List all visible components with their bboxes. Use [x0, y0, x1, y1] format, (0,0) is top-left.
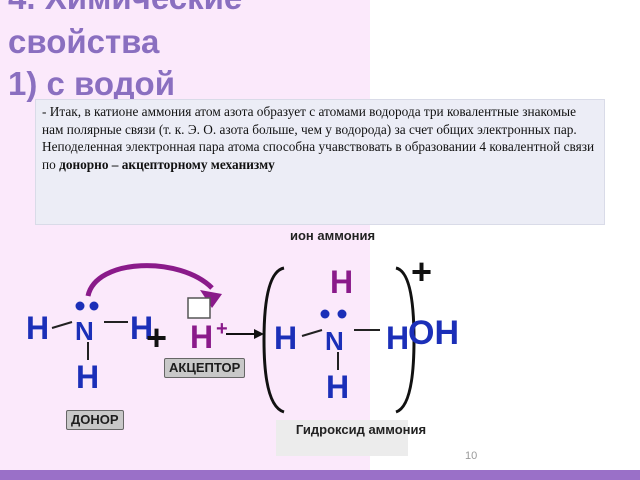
- acceptor-label: АКЦЕПТОР: [164, 358, 246, 378]
- bottom-accent-bar: [0, 470, 640, 480]
- bottom-h-atom: H: [76, 359, 99, 395]
- slide-title-line-cut: 4. Химические: [8, 0, 242, 16]
- hydroxide-group: OH: [408, 314, 459, 352]
- lone-pair-dot-2: [89, 301, 99, 311]
- proton-charge: +: [216, 318, 228, 340]
- explanation-text: - Итак, в катионе аммония атом азота обр…: [42, 104, 595, 172]
- hydroxide-label-background: [276, 420, 408, 456]
- empty-orbital-box: [187, 297, 211, 319]
- left-n-h-bond: [51, 321, 73, 329]
- left-h-atom: H: [26, 310, 49, 346]
- ion-left-bond: [301, 329, 323, 337]
- electron-pair-arrowhead: [200, 290, 222, 308]
- mechanism-emphasis: донорно – акцепторному механизму: [59, 156, 275, 172]
- slide-title-line-1: свойства: [8, 23, 160, 60]
- electron-pair-arrow: [85, 263, 214, 297]
- reaction-plus-sign: +: [146, 317, 167, 358]
- left-background-panel: [0, 0, 370, 470]
- lone-pair-dot-1: [75, 301, 85, 311]
- left-bracket: [262, 266, 285, 414]
- ion-n-atom: N: [325, 326, 344, 356]
- ion-top-h-atom: H: [330, 264, 353, 300]
- ion-bond-dot-1: [320, 309, 330, 319]
- reaction-arrowhead: [254, 329, 264, 339]
- slide-subtitle: 1) с водой: [8, 65, 175, 102]
- page-number: 10: [465, 450, 478, 462]
- ion-charge-plus: +: [411, 251, 432, 292]
- ion-bottom-h-atom: H: [326, 369, 349, 405]
- proton-atom: H: [190, 319, 213, 355]
- right-bracket: [395, 266, 416, 414]
- left-n-atom: N: [75, 316, 94, 346]
- ion-left-h-atom: H: [274, 320, 297, 356]
- ion-right-h-atom: H: [386, 320, 409, 356]
- right-h-atom: H: [130, 310, 153, 346]
- explanation-text-box: - Итак, в катионе аммония атом азота обр…: [36, 100, 604, 224]
- ammonium-hydroxide-label: Гидроксид аммония: [295, 422, 427, 437]
- ion-bond-dot-2: [337, 309, 347, 319]
- ammonium-ion-label: ион аммония: [290, 228, 376, 243]
- donor-label: ДОНОР: [66, 410, 124, 430]
